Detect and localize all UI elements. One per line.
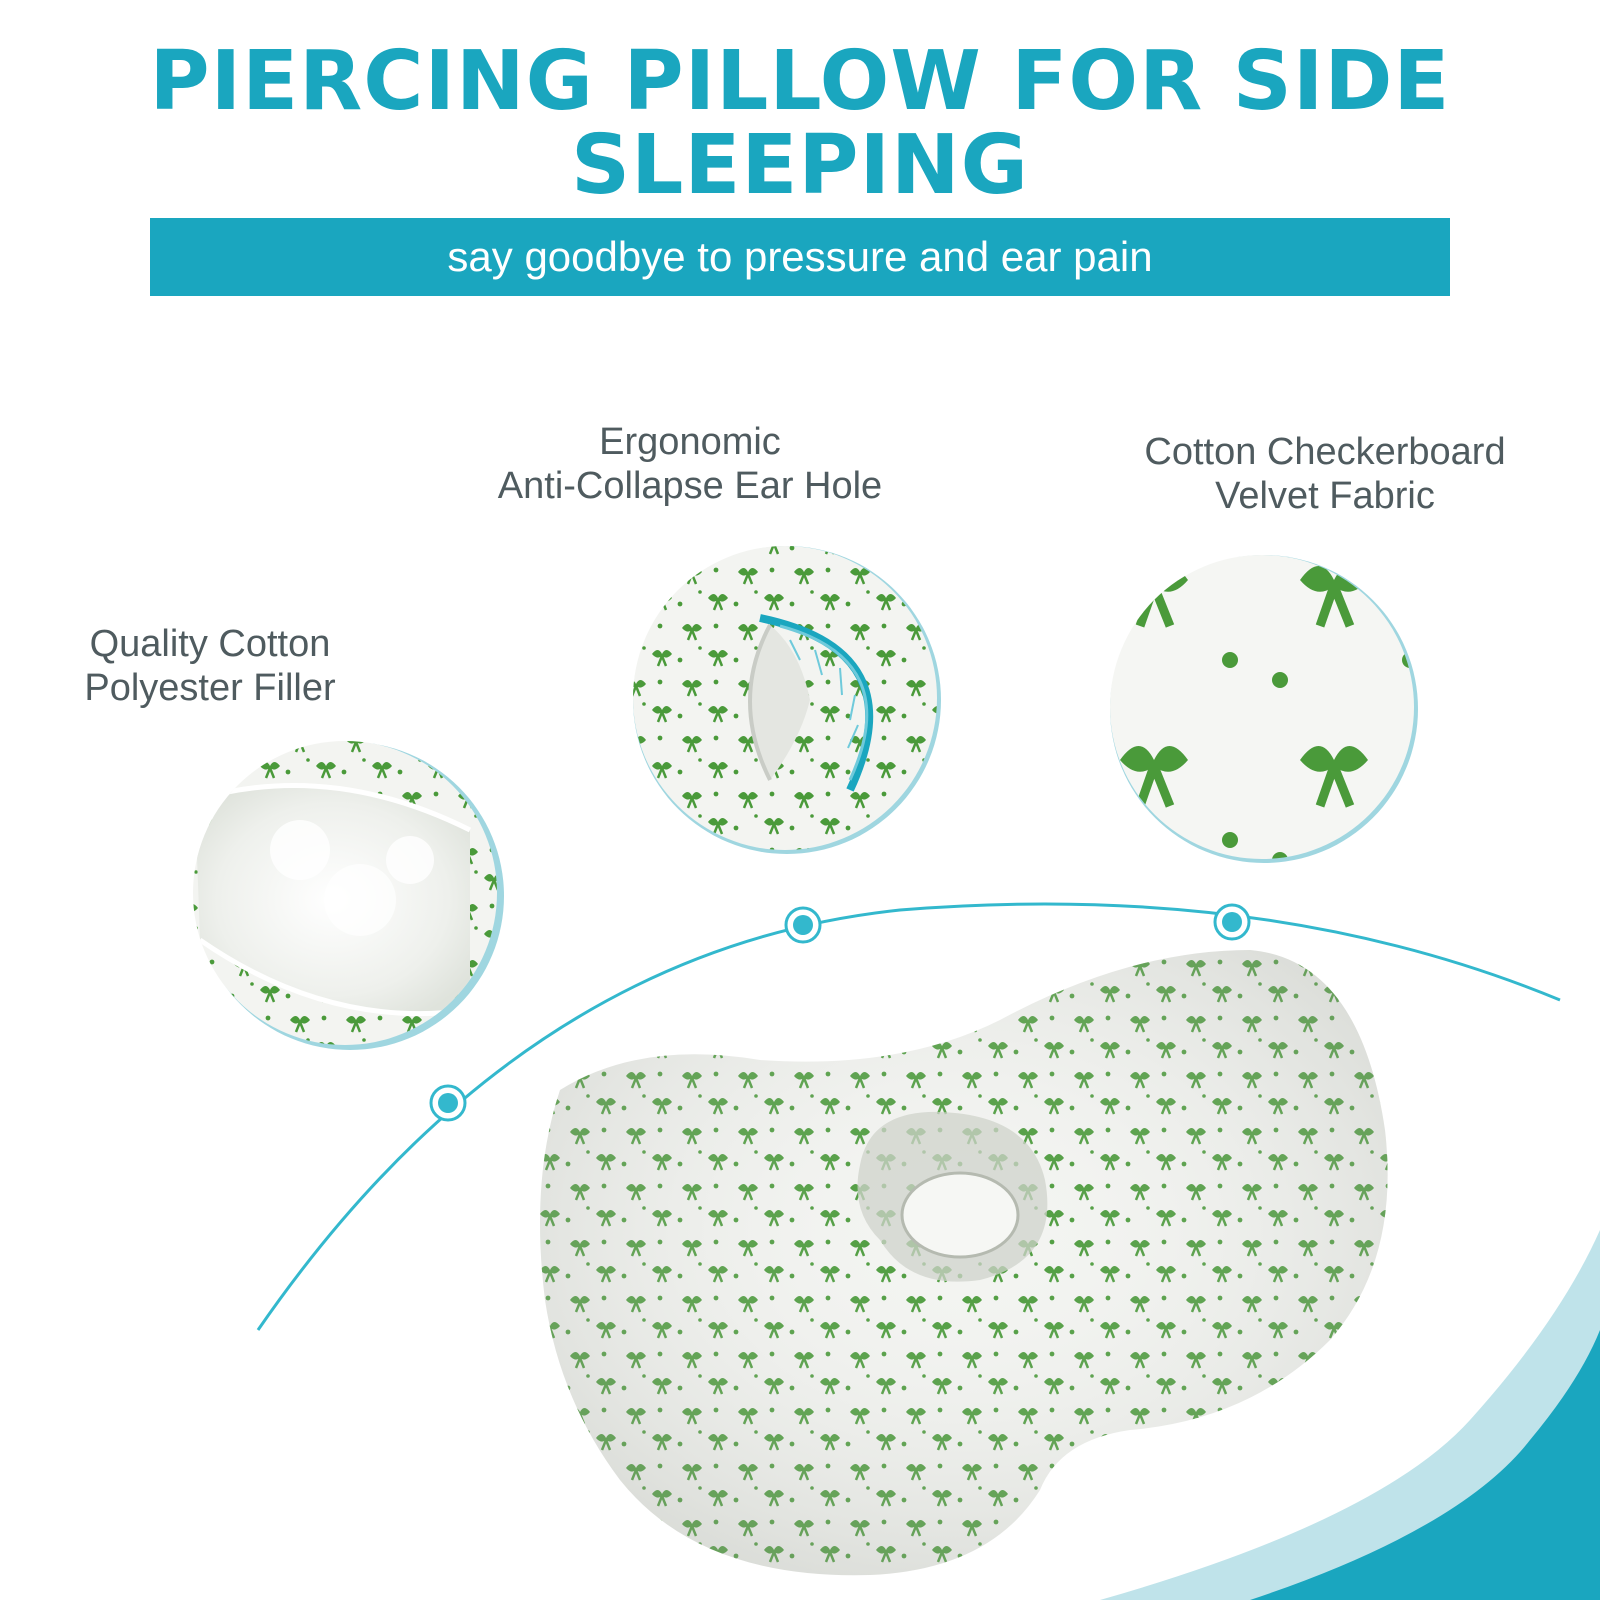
feature-label-line-1: Ergonomic bbox=[599, 421, 781, 463]
connector-dot-3 bbox=[1213, 903, 1251, 941]
subtitle-banner: say goodbye to pressure and ear pain bbox=[150, 218, 1450, 296]
filler-closeup-image bbox=[193, 741, 504, 1050]
feature-label-ear-hole: Ergonomic Anti-Collapse Ear Hole bbox=[470, 420, 910, 508]
subtitle-text: say goodbye to pressure and ear pain bbox=[447, 233, 1153, 280]
feature-label-line-1: Quality Cotton bbox=[89, 623, 331, 665]
feature-label-filler: Quality Cotton Polyester Filler bbox=[60, 622, 360, 710]
feature-label-fabric: Cotton Checkerboard Velvet Fabric bbox=[1115, 430, 1535, 518]
ear-hole-closeup-image bbox=[633, 546, 941, 854]
wave-dark bbox=[1250, 1330, 1600, 1600]
title-line-1: PIERCING PILLOW FOR SIDE bbox=[149, 34, 1451, 129]
connector-arc bbox=[256, 902, 1561, 1331]
fabric-closeup-image bbox=[1110, 555, 1418, 863]
feature-label-line-1: Cotton Checkerboard bbox=[1144, 431, 1506, 473]
feature-label-line-2: Anti-Collapse Ear Hole bbox=[497, 465, 883, 507]
pillow-image bbox=[540, 950, 1388, 1576]
page-title: PIERCING PILLOW FOR SIDE SLEEPING bbox=[0, 40, 1600, 208]
connector-dot-1 bbox=[429, 1084, 467, 1122]
title-line-2: SLEEPING bbox=[571, 118, 1029, 213]
feature-label-line-2: Velvet Fabric bbox=[1215, 475, 1435, 517]
connector-dot-2 bbox=[784, 906, 822, 944]
feature-label-line-2: Polyester Filler bbox=[84, 667, 336, 709]
